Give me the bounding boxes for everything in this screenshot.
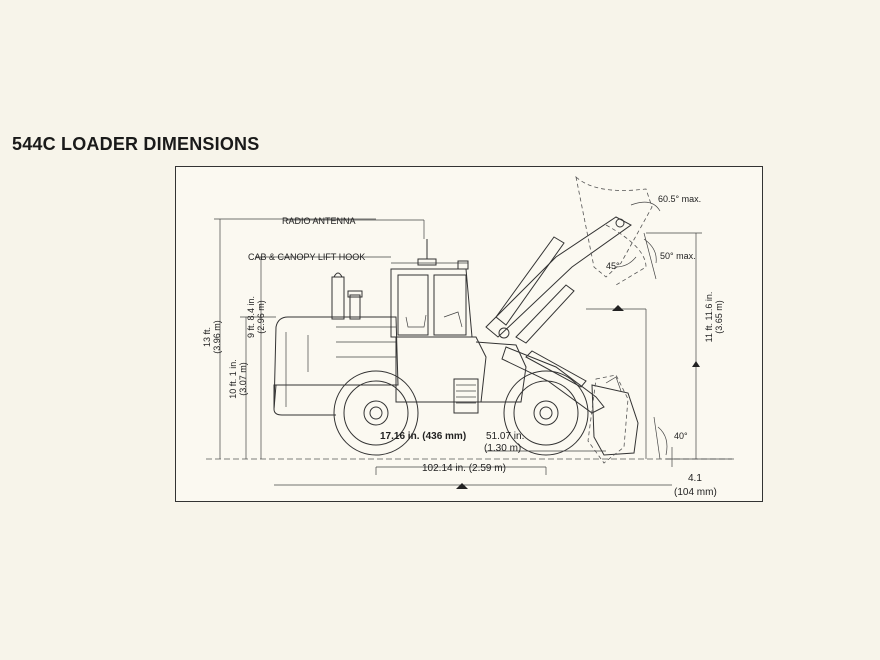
rollback-angle-label: 50° max. xyxy=(660,251,696,261)
overall-height-metric: (3.96 m) xyxy=(212,320,222,354)
axle-bucket-label: 51.07 in. xyxy=(486,431,524,442)
hinge-height-label: 11 ft. 11.6 in. xyxy=(704,292,714,343)
angle-45-label: 45° xyxy=(606,261,620,271)
angle-45-arc xyxy=(615,256,637,268)
hook-height-metric: (2.96 m) xyxy=(256,300,266,334)
bucket-lowered xyxy=(587,374,661,464)
page-title: 544C LOADER DIMENSIONS xyxy=(12,134,260,154)
hinge-height-metric: (3.65 m) xyxy=(714,300,724,334)
hood-height-metric: (3.07 m) xyxy=(238,362,248,396)
lift-arm-raised xyxy=(485,216,632,344)
radio-antenna-label: RADIO ANTENNA xyxy=(282,216,356,226)
hook-height-label: 9 ft. 8.4 in. xyxy=(246,296,256,338)
angle-40-label: 40° xyxy=(674,431,688,441)
dump-angle-arc xyxy=(630,201,661,212)
hood-height-label: 10 ft. 1 in. xyxy=(228,359,238,399)
lift-arm-lowered xyxy=(501,346,605,414)
overall-height-label: 13 ft. xyxy=(202,327,212,347)
loader-dimension-diagram: RADIO ANTENNA CAB & CANOPY LIFT HOOK 60.… xyxy=(175,166,763,502)
dig-depth-metric: (104 mm) xyxy=(674,487,717,498)
axle-bucket-metric: (1.30 m) xyxy=(484,443,521,454)
angle-40-arc xyxy=(657,426,668,456)
dimension-lines xyxy=(214,218,732,486)
rollback-angle-arc xyxy=(643,238,657,264)
ground-clearance-label: 17.16 in. (436 mm) xyxy=(380,431,466,442)
dump-angle-label: 60.5° max. xyxy=(658,194,701,204)
marker-triangle xyxy=(692,361,700,367)
front-wheel xyxy=(503,370,589,456)
cab-hook-label: CAB & CANOPY LIFT HOOK xyxy=(248,252,365,262)
wheelbase-label: 102.14 in. (2.59 m) xyxy=(422,463,506,474)
rear-wheel xyxy=(333,370,419,456)
marker-triangle xyxy=(456,483,468,489)
dig-depth-label: 4.1 xyxy=(688,473,702,484)
marker-triangle xyxy=(612,305,624,311)
loader-body xyxy=(273,239,527,416)
loader-drawing: RADIO ANTENNA CAB & CANOPY LIFT HOOK 60.… xyxy=(202,175,736,498)
